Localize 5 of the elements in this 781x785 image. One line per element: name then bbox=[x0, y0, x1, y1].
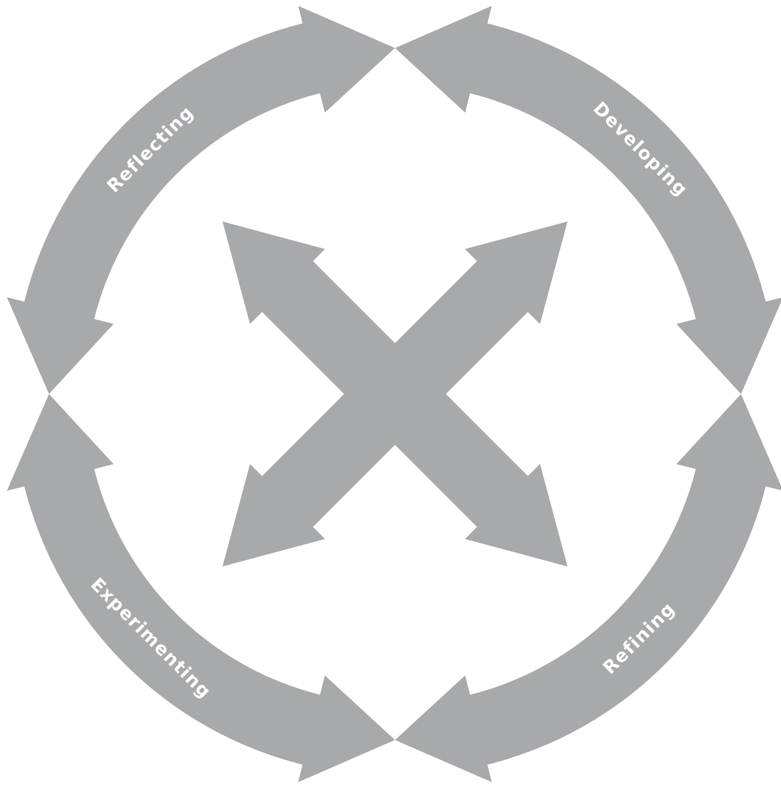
curved-band bbox=[395, 5, 781, 394]
curved-band bbox=[6, 394, 395, 783]
curved-band bbox=[6, 5, 395, 394]
cross-arrows-shape bbox=[222, 222, 568, 566]
curved-band bbox=[395, 394, 781, 783]
